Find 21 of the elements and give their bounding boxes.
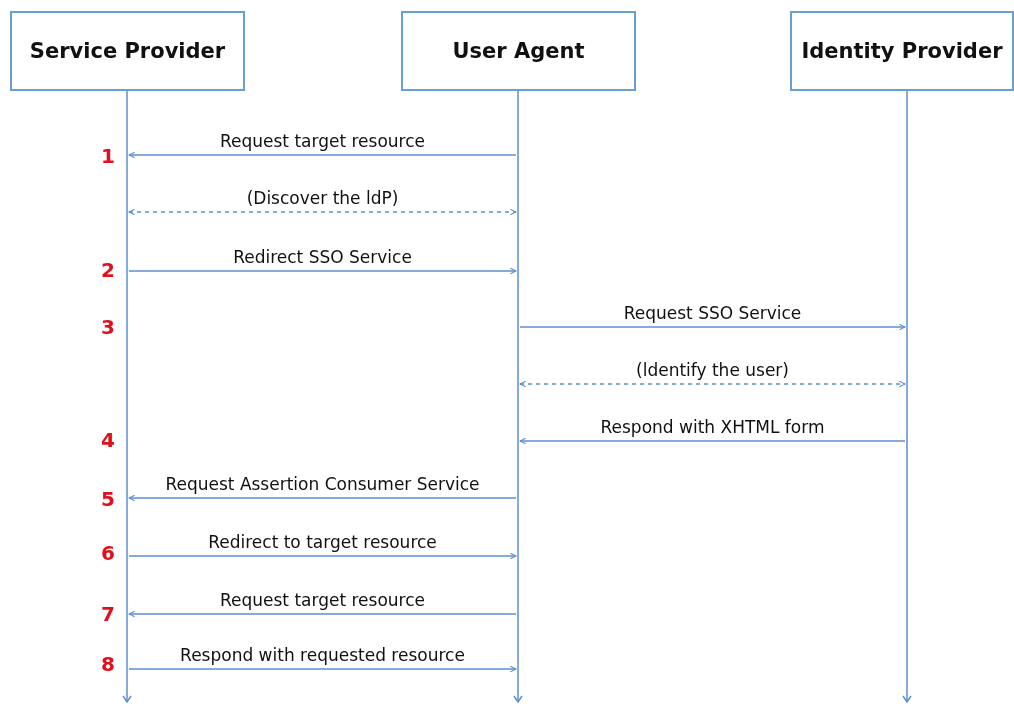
step-number: 7 xyxy=(101,603,115,625)
step-number: 2 xyxy=(101,259,115,281)
step-number: 5 xyxy=(101,488,115,510)
step-number: 6 xyxy=(101,542,115,564)
message-arrow xyxy=(128,208,517,216)
message-arrow xyxy=(128,610,517,618)
message-arrow xyxy=(519,380,906,388)
message-arrow xyxy=(128,552,517,560)
step-number: 3 xyxy=(101,316,115,338)
step-number: 8 xyxy=(101,653,115,675)
message-arrow xyxy=(128,267,517,275)
participant-name: User Agent xyxy=(452,39,585,63)
message-arrow xyxy=(128,665,517,673)
step-number: 1 xyxy=(101,145,115,167)
participant-name: Identity Provider xyxy=(801,39,1003,63)
message-arrow xyxy=(519,323,906,331)
message-arrow xyxy=(519,437,906,445)
step-number: 4 xyxy=(101,429,115,451)
message-arrow xyxy=(128,494,517,502)
participant-name: Service Provider xyxy=(29,39,226,63)
message-arrow xyxy=(128,151,517,159)
